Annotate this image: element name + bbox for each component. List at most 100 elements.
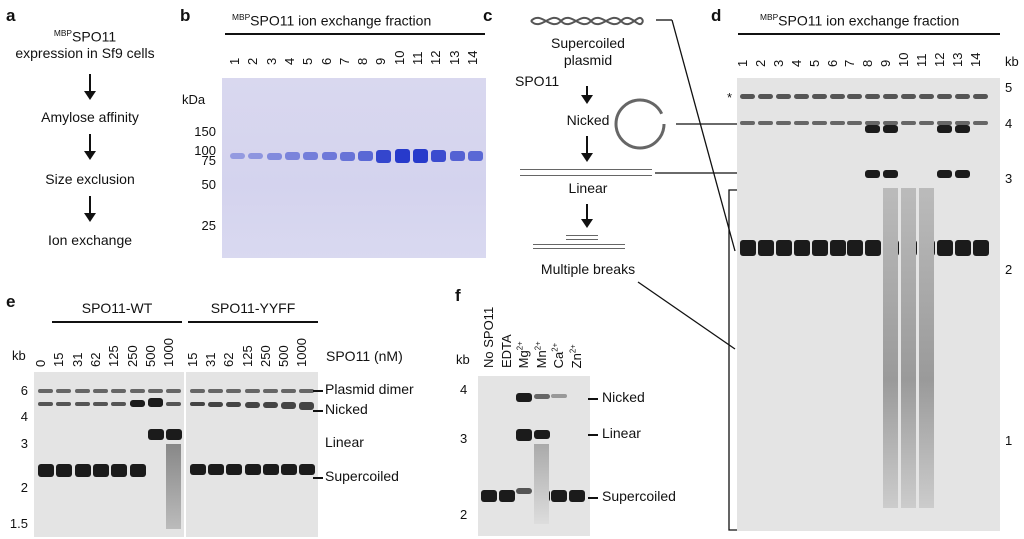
lane-label: No SPO11 — [481, 307, 496, 368]
linear-band — [533, 430, 550, 439]
dimer-band — [883, 94, 899, 99]
mbp-superscript: MBP — [53, 28, 73, 38]
nicked-band — [865, 121, 881, 125]
coomassie-gel — [222, 78, 486, 258]
nicked-band — [111, 402, 127, 406]
linear-band — [954, 170, 970, 178]
flow-arrow-1 — [84, 74, 96, 100]
dimer-band — [56, 389, 72, 393]
supercoiled-band — [481, 490, 497, 502]
supercoiled-band — [498, 490, 515, 502]
lane-label: 62 — [87, 352, 103, 367]
lane-label: 1 — [735, 59, 750, 67]
protein-band — [467, 151, 483, 161]
gel-wt — [34, 372, 184, 537]
dimer-band — [262, 389, 278, 393]
lane-label: 9 — [878, 59, 894, 67]
band-label-plasmid-dimer: Plasmid dimer — [325, 381, 414, 397]
marker-label: 3 — [1005, 171, 1013, 186]
lane-label: 10 — [896, 52, 912, 67]
marker-label: 3 — [460, 431, 468, 446]
nicked-band — [38, 402, 53, 406]
linear-band — [883, 170, 899, 178]
marker-label: 150 — [194, 124, 216, 139]
supercoiled-band — [775, 240, 792, 256]
protein-band — [230, 153, 245, 159]
nicked-band — [190, 402, 205, 406]
lane-label: EDTA — [499, 334, 514, 368]
dimer-band — [226, 389, 242, 393]
lane-label-superscript: 2+ — [515, 341, 525, 351]
dimer-band — [901, 94, 917, 99]
panel-d-title: MBPSPO11 ion exchange fraction — [760, 12, 959, 29]
dimer-band — [847, 94, 863, 99]
lane-label-superscript: 2+ — [533, 341, 543, 351]
nicked-band — [972, 121, 988, 125]
lane-label: 0 — [33, 359, 48, 367]
title-text: SPO11 ion exchange fraction — [778, 12, 960, 29]
dimer-band — [299, 389, 315, 393]
protein-band — [449, 150, 465, 162]
flow-arrow-2 — [84, 134, 96, 160]
panel-a-label: a — [6, 6, 16, 25]
lane-label: 7 — [842, 59, 858, 67]
supercoiled-band — [226, 464, 243, 475]
group-line-wt — [52, 321, 182, 323]
nicked-band — [208, 402, 224, 407]
dimer-band — [129, 389, 145, 393]
supercoiled-band — [281, 464, 297, 475]
supercoiled-text: Supercoiled — [551, 35, 625, 51]
fragment-icon-2 — [533, 244, 625, 249]
supercoiled-band — [244, 464, 261, 475]
multiple-breaks-label: Multiple breaks — [540, 261, 636, 277]
smear — [901, 188, 917, 508]
marker-label: 6 — [20, 383, 28, 398]
title-underline — [225, 33, 485, 35]
dimer-band — [111, 389, 127, 393]
lane-label: Ca2+ — [551, 343, 566, 369]
nicked-band — [740, 121, 755, 125]
smear — [533, 444, 549, 524]
marker-label: 50 — [201, 177, 216, 192]
supercoiled-band — [56, 464, 73, 477]
flow-arrow-c3 — [581, 204, 593, 228]
dimer-band — [793, 94, 809, 99]
band-label-linear: Linear — [325, 434, 364, 450]
lane-label: 31 — [69, 352, 85, 367]
supercoiled-band — [190, 464, 206, 475]
protein-band — [266, 152, 282, 160]
concentration-label: SPO11 (nM) — [326, 348, 403, 364]
supercoiled-band — [38, 464, 54, 477]
nicked-band-strong — [936, 125, 952, 133]
mbp-superscript: MBP — [232, 12, 251, 22]
supercoiled-band — [793, 240, 810, 256]
lane-label: 250 — [124, 345, 140, 367]
lane-label: 15 — [51, 352, 67, 367]
nicked-band-strong — [865, 125, 881, 133]
lane-label-text: Ca — [551, 351, 566, 369]
dimer-band — [757, 94, 773, 99]
nicked-band — [551, 394, 567, 398]
protein-band — [431, 149, 447, 163]
marker-label: 2 — [20, 480, 28, 495]
linear-band — [936, 170, 952, 178]
dimer-band — [190, 389, 205, 393]
dimer-band — [281, 389, 296, 393]
tick-nicked — [313, 410, 323, 412]
group-label-wt: SPO11-WT — [81, 300, 153, 316]
marker-label: 1 — [1005, 433, 1013, 448]
lane-label: 14 — [967, 52, 983, 67]
band-label-supercoiled: Supercoiled — [602, 488, 676, 504]
supercoiled-band — [299, 464, 316, 475]
dimer-band — [775, 94, 791, 99]
supercoiled-band — [551, 490, 567, 502]
lane-label: 1000 — [161, 338, 177, 367]
lane-label: 62 — [221, 352, 237, 367]
gel-f — [478, 376, 590, 536]
protein-band — [284, 152, 300, 160]
protein-band — [303, 152, 319, 160]
nicked-band — [262, 402, 278, 409]
nicked-band — [92, 402, 108, 406]
supercoiled-band — [740, 240, 756, 256]
panel-c-label: c — [483, 6, 493, 25]
